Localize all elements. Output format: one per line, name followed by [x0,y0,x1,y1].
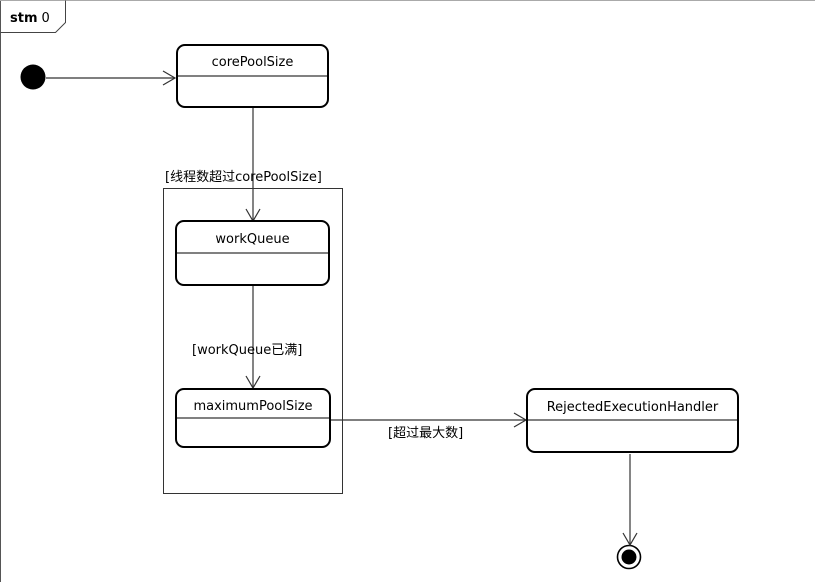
state-rejected-execution-handler-label: RejectedExecutionHandler [547,400,719,415]
frame-keyword: stm [10,11,38,26]
state-rejected-execution-handler[interactable]: RejectedExecutionHandler [526,388,739,453]
guard-queue-full-label: [workQueue已满] [192,343,302,358]
state-work-queue[interactable]: workQueue [175,220,330,286]
initial-node [20,64,46,90]
frame-name: 0 [42,11,50,26]
transition-initial-to-core [46,70,177,86]
transition-rejected-to-final [622,454,638,547]
transition-max-to-rejected [331,412,528,428]
state-core-pool-size-label: corePoolSize [212,55,294,70]
state-core-pool-size[interactable]: corePoolSize [176,44,329,108]
state-maximum-pool-size-label: maximumPoolSize [193,399,312,414]
frame-tab-label: stm 0 [10,11,50,26]
state-work-queue-label: workQueue [215,232,289,247]
guard-exceed-max-label: [超过最大数] [388,426,463,441]
guard-exceed-core-label: [线程数超过corePoolSize] [165,170,322,185]
state-maximum-pool-size[interactable]: maximumPoolSize [175,388,331,448]
final-node [616,544,642,570]
transition-queue-to-max [245,286,261,390]
transition-core-to-queue [245,108,261,223]
